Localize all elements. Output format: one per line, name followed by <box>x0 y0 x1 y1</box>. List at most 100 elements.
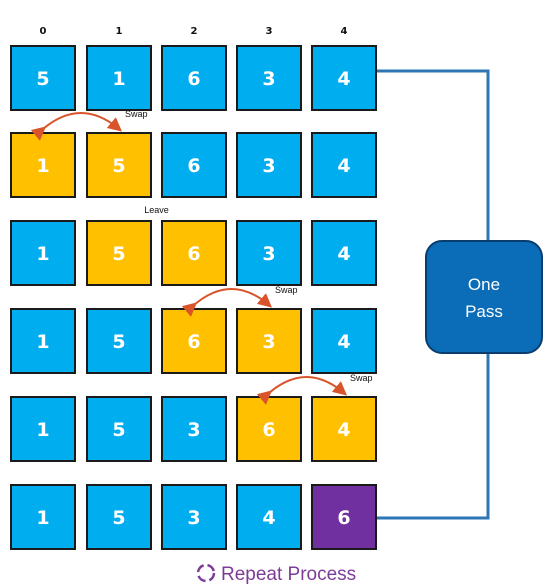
leave-label: Leave <box>144 205 169 215</box>
array-row: 1 5 6 3 4 Leave <box>10 205 377 286</box>
cell-box <box>86 484 152 550</box>
array-cell: 4 <box>311 45 377 111</box>
index-label: 0 <box>40 26 47 37</box>
cell-box <box>236 132 302 198</box>
cell-box <box>10 220 76 286</box>
array-cell: 1 <box>86 45 152 111</box>
cell-box <box>236 45 302 111</box>
one-pass-label-line1: One <box>468 275 500 294</box>
swap-label: Swap <box>275 285 298 295</box>
cell-value: 3 <box>187 507 200 529</box>
cell-box <box>10 308 76 374</box>
cell-value: 6 <box>337 507 350 529</box>
cell-box <box>86 396 152 462</box>
index-label: 2 <box>191 26 198 37</box>
array-cell: 4 <box>236 484 302 550</box>
cell-value: 1 <box>36 331 49 353</box>
cell-box <box>161 484 227 550</box>
cell-value: 6 <box>187 155 200 177</box>
cell-value: 6 <box>187 243 200 265</box>
cell-value: 3 <box>262 331 275 353</box>
array-cell: 4 <box>311 220 377 286</box>
array-cell: 4 <box>311 308 377 374</box>
cell-value: 3 <box>262 155 275 177</box>
repeat-cycle-icon <box>196 563 216 583</box>
cell-value: 4 <box>262 507 275 529</box>
array-cell: 5 <box>86 396 152 462</box>
array-cell: 1 <box>10 484 76 550</box>
array-cell: 6 <box>311 484 377 550</box>
cell-value: 6 <box>187 331 200 353</box>
cell-value: 4 <box>337 243 350 265</box>
cell-box <box>311 220 377 286</box>
index-label: 4 <box>341 26 348 37</box>
cell-value: 1 <box>36 507 49 529</box>
cell-value: 3 <box>187 419 200 441</box>
cell-box <box>311 45 377 111</box>
cell-box <box>10 484 76 550</box>
cell-box <box>10 132 76 198</box>
cell-value: 5 <box>112 331 125 353</box>
cell-value: 6 <box>262 419 275 441</box>
cell-box <box>86 220 152 286</box>
swap-arrow <box>30 112 123 141</box>
cell-box <box>10 45 76 111</box>
array-cell: 3 <box>236 220 302 286</box>
cell-value: 1 <box>36 419 49 441</box>
cell-box <box>161 308 227 374</box>
array-cell: 4 <box>311 132 377 198</box>
array-cell: 5 <box>86 220 152 286</box>
index-label: 1 <box>116 26 123 37</box>
cell-value: 4 <box>337 331 350 353</box>
cell-box <box>161 45 227 111</box>
cell-box <box>311 132 377 198</box>
array-cell: 1 <box>10 308 76 374</box>
array-cell: 6 <box>161 308 227 374</box>
swap-arrow <box>256 376 348 405</box>
cell-value: 6 <box>187 68 200 90</box>
cell-box <box>236 308 302 374</box>
cell-value: 1 <box>112 68 125 90</box>
repeat-process: Repeat Process <box>196 563 356 585</box>
cell-box <box>161 132 227 198</box>
array-cell: 3 <box>236 308 302 374</box>
cell-box <box>10 396 76 462</box>
cell-value: 3 <box>262 243 275 265</box>
cell-value: 4 <box>337 419 350 441</box>
array-row: 1 5 3 6 4 Swap <box>10 373 377 462</box>
cell-value: 1 <box>36 155 49 177</box>
cell-box <box>86 45 152 111</box>
cell-value: 5 <box>36 68 49 90</box>
array-row: 1 5 3 4 6 <box>10 484 377 550</box>
array-cell: 1 <box>10 396 76 462</box>
one-pass-box: One Pass <box>425 240 543 354</box>
swap-label: Swap <box>350 373 373 383</box>
array-cell: 3 <box>161 396 227 462</box>
array-cell: 6 <box>161 45 227 111</box>
cell-value: 5 <box>112 243 125 265</box>
repeat-process-label: Repeat Process <box>221 564 356 585</box>
cell-box <box>236 484 302 550</box>
cell-box <box>161 396 227 462</box>
cell-value: 5 <box>112 507 125 529</box>
cell-value: 3 <box>262 68 275 90</box>
cell-box <box>161 220 227 286</box>
array-cell: 1 <box>10 220 76 286</box>
cell-value: 4 <box>337 68 350 90</box>
array-cell: 6 <box>161 132 227 198</box>
cell-box <box>311 308 377 374</box>
array-cell: 6 <box>236 396 302 462</box>
array-cell: 6 <box>161 220 227 286</box>
array-cell: 5 <box>86 132 152 198</box>
array-row: 1 5 6 3 4 Swap <box>10 285 377 374</box>
one-pass-label-line2: Pass <box>465 302 503 321</box>
array-cell: 4 <box>311 396 377 462</box>
cell-box <box>86 308 152 374</box>
cell-box <box>236 220 302 286</box>
array-cell: 5 <box>86 308 152 374</box>
cell-value: 1 <box>36 243 49 265</box>
